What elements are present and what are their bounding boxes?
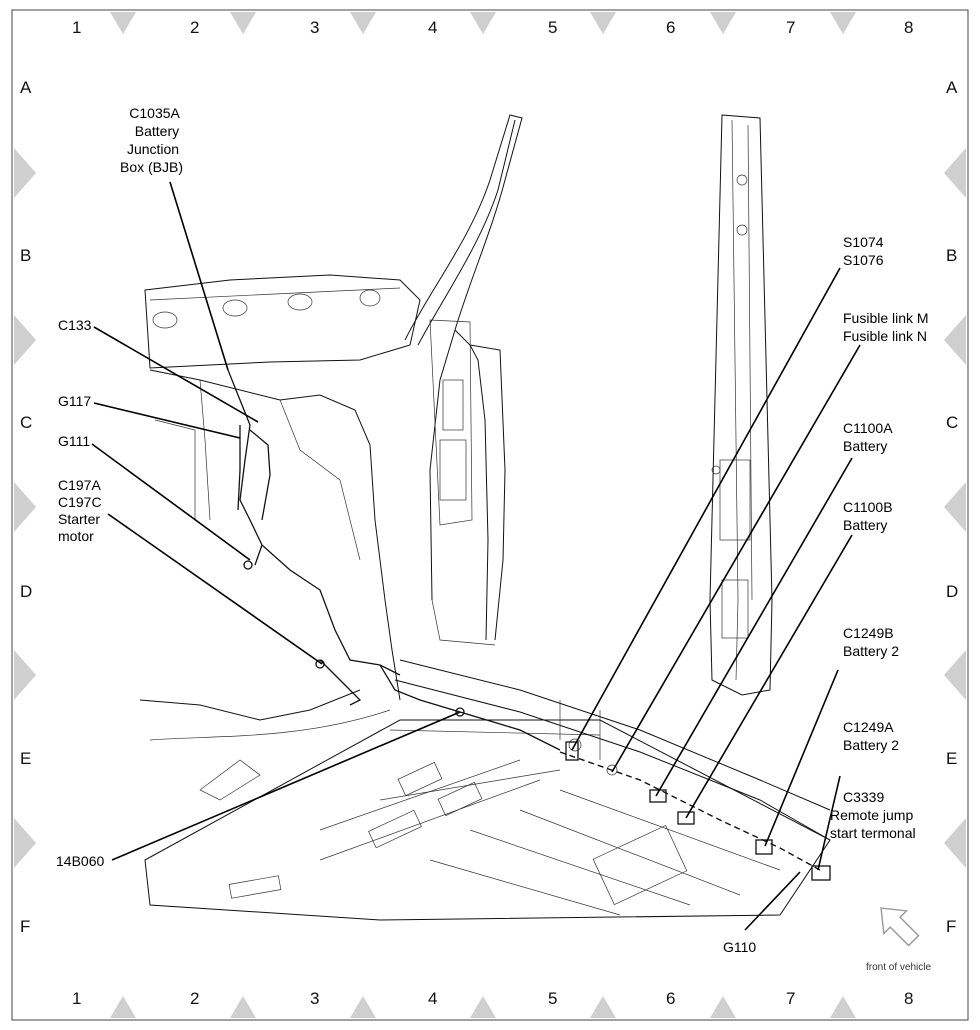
callout-c1100b-line2: Battery xyxy=(843,517,887,533)
vehicle-line-art xyxy=(139,114,831,921)
col-label-top-5: 5 xyxy=(548,18,557,37)
callout-c133-line1: C133 xyxy=(58,317,92,333)
callout-c1100b: C1100B Battery xyxy=(843,499,896,533)
callout-c1249b-line2: Battery 2 xyxy=(843,643,899,659)
leader-s1074 xyxy=(571,267,841,751)
col-label-bottom-8: 8 xyxy=(904,989,913,1008)
leader-c1249a xyxy=(817,775,841,871)
callout-c3339-line1: C3339 xyxy=(843,789,884,805)
row-label-left-b: B xyxy=(20,246,31,265)
leader-c1035a xyxy=(169,181,229,371)
col-label-top-1: 1 xyxy=(72,18,81,37)
callout-g110-line1: G110 xyxy=(723,939,756,955)
callout-c197-line1: C197A xyxy=(58,477,101,493)
callout-c1100a-line1: C1100A xyxy=(843,420,893,436)
callout-c3339: C3339 Remote jump start termonal xyxy=(830,789,917,841)
col-label-top-2: 2 xyxy=(190,18,199,37)
row-label-right-b: B xyxy=(946,246,957,265)
leader-g111 xyxy=(91,443,251,561)
callout-c1035a: C1035A Battery Junction Box (BJB) xyxy=(120,105,183,175)
col-label-bottom-7: 7 xyxy=(786,989,795,1008)
diagram-border xyxy=(11,9,969,1021)
callout-c3339-line3: start termonal xyxy=(830,825,916,841)
row-label-left-a: A xyxy=(20,78,32,97)
callout-c1035a-line4: Box (BJB) xyxy=(120,159,183,175)
leader-c1100b xyxy=(685,534,853,819)
row-label-left-f: F xyxy=(20,917,30,936)
col-label-top-4: 4 xyxy=(428,18,437,37)
callout-c133: C133 xyxy=(58,317,92,333)
col-label-bottom-1: 1 xyxy=(72,989,81,1008)
col-label-top-6: 6 xyxy=(666,18,675,37)
callout-g111: G111 xyxy=(58,433,90,449)
callout-c1100a-line2: Battery xyxy=(843,438,887,454)
col-label-top-3: 3 xyxy=(310,18,319,37)
callout-c1100a: C1100A Battery xyxy=(843,420,896,454)
leader-c133 xyxy=(93,326,259,423)
row-label-left-c: C xyxy=(20,413,32,432)
col-label-bottom-5: 5 xyxy=(548,989,557,1008)
col-label-bottom-2: 2 xyxy=(190,989,199,1008)
leader-g117 xyxy=(93,402,241,439)
col-label-top-8: 8 xyxy=(904,18,913,37)
callout-s1074-line2: S1076 xyxy=(843,252,884,268)
callout-c1249a: C1249A Battery 2 xyxy=(843,719,899,753)
row-label-right-a: A xyxy=(946,78,958,97)
leader-14b060 xyxy=(111,711,461,861)
callout-c1035a-line3: Junction xyxy=(127,141,179,157)
callout-g117-line1: G117 xyxy=(58,393,91,409)
leader-fusible xyxy=(611,344,861,773)
leader-g110 xyxy=(744,871,801,931)
row-label-right-d: D xyxy=(946,582,958,601)
callout-c197-line2: C197C xyxy=(58,494,102,510)
col-label-bottom-3: 3 xyxy=(310,989,319,1008)
wiring-harness xyxy=(227,369,831,881)
callout-c1100b-line1: C1100B xyxy=(843,499,893,515)
callout-c197-line3: Starter xyxy=(58,511,100,527)
col-label-bottom-6: 6 xyxy=(666,989,675,1008)
row-label-right-c: C xyxy=(946,413,958,432)
col-label-bottom-4: 4 xyxy=(428,989,437,1008)
callout-g111-line1: G111 xyxy=(58,433,90,449)
row-label-right-f: F xyxy=(946,917,956,936)
callout-c1249a-line1: C1249A xyxy=(843,719,894,735)
col-label-top-7: 7 xyxy=(786,18,795,37)
callout-c1249b-line1: C1249B xyxy=(843,625,894,641)
callout-s1074: S1074 S1076 xyxy=(843,234,887,268)
callout-fusible: Fusible link M Fusible link N xyxy=(843,310,932,344)
arrow-icon xyxy=(880,907,920,947)
leader-c1249b xyxy=(764,669,839,847)
row-label-left-d: D xyxy=(20,582,32,601)
leader-lines xyxy=(91,181,861,931)
callout-fusible-line2: Fusible link N xyxy=(843,328,927,344)
callout-c197-line4: motor xyxy=(58,528,94,544)
grid-markers xyxy=(14,12,966,1018)
leader-c197 xyxy=(107,513,323,665)
callout-c1249b: C1249B Battery 2 xyxy=(843,625,899,659)
leader-c1100a xyxy=(655,457,853,797)
callout-s1074-line1: S1074 xyxy=(843,234,884,250)
row-label-right-e: E xyxy=(946,749,957,768)
callout-g110: G110 xyxy=(723,939,756,955)
callout-g117: G117 xyxy=(58,393,91,409)
callout-14b060-line1: 14B060 xyxy=(56,853,104,869)
row-label-left-e: E xyxy=(20,749,31,768)
callout-c1035a-line1: C1035A xyxy=(129,105,180,121)
callout-c1035a-line2: Battery xyxy=(135,123,179,139)
callout-c1249a-line2: Battery 2 xyxy=(843,737,899,753)
callout-14b060: 14B060 xyxy=(56,853,104,869)
callout-c197: C197A C197C Starter motor xyxy=(58,477,105,544)
callout-fusible-line1: Fusible link M xyxy=(843,310,929,326)
front-of-vehicle-note: front of vehicle xyxy=(866,962,931,973)
callout-c3339-line2: Remote jump xyxy=(830,807,913,823)
